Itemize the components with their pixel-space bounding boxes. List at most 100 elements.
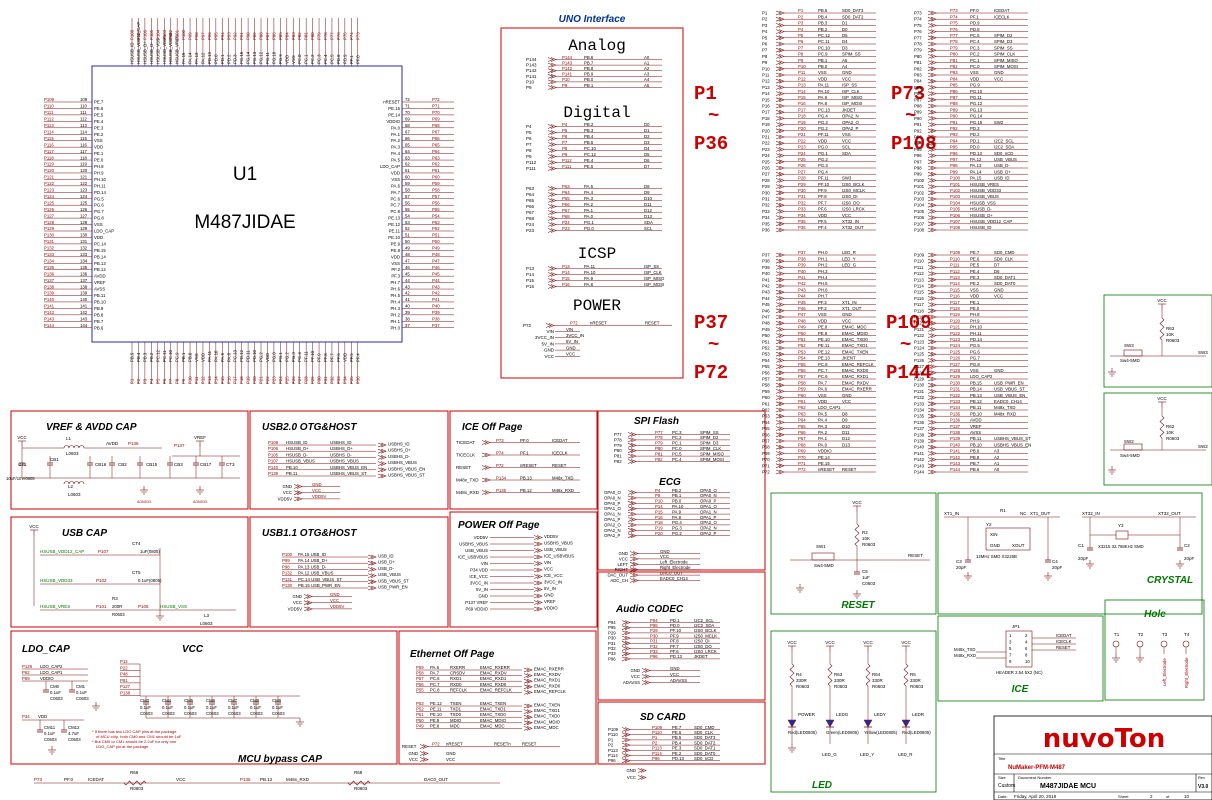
conn-p109-connector — [927, 320, 934, 326]
uno-digital-signal: D7 — [644, 164, 650, 169]
sw3-r63-value: 10K — [1166, 332, 1174, 337]
ecg-net: OPA1_O — [700, 504, 718, 509]
conn-p109-port: VDD — [970, 294, 979, 299]
conn-p1-connector — [775, 178, 782, 183]
conn-p1-connector — [775, 35, 782, 41]
uno-analog-connector — [547, 74, 554, 79]
uno-icsp-port: PA.9 — [584, 276, 594, 281]
bottom-r66: R66 — [130, 770, 139, 775]
conn-p37-net: P50 — [798, 331, 806, 336]
u1-top-func: PA.12 — [200, 52, 205, 64]
sw2-frame — [1103, 392, 1212, 486]
uno-analog-pin: P141 — [526, 74, 537, 79]
ecg-extra-left: ADC_CH — [610, 578, 628, 583]
hole-frame — [1104, 599, 1205, 701]
u1-left-num: 114 — [80, 129, 87, 134]
u1-left-net: P120 — [44, 168, 55, 173]
conn-p109-pin: P136 — [914, 420, 925, 425]
title-block — [993, 715, 1212, 800]
u1-bottom-func: PC.13 — [233, 349, 238, 362]
conn-p37-pin: P66 — [762, 432, 770, 437]
usb11-connector — [370, 579, 377, 585]
spi-port: PC.2 — [672, 435, 682, 440]
conn-p1-pin: P12 — [762, 79, 770, 84]
conn-p73-net: P80 — [950, 52, 958, 57]
u1-bottom-func: PF.7 — [329, 353, 334, 362]
conn-p37-pin: P72 — [762, 470, 770, 475]
u1-right-net: P62 — [432, 162, 440, 167]
conn-p37-net: P46 — [798, 306, 806, 311]
conn-p37-connector — [775, 463, 782, 469]
conn-p1-signal: ISP_MISO — [842, 95, 863, 100]
conn-p1-pin: P28 — [762, 178, 770, 183]
conn-p1-pin: P34 — [762, 215, 770, 220]
conn-p109-pin: P135 — [914, 414, 925, 419]
conn-p73-signal: USB_D+ — [994, 169, 1011, 174]
conn-p109-net: P112 — [950, 269, 960, 274]
reset-switch — [811, 552, 835, 561]
conn-p37-port: PF.3 — [818, 300, 827, 305]
bottom-r66-value: R0603 — [130, 786, 144, 791]
uno-digital2-pin: P24 — [526, 222, 535, 227]
uno-digital-signal: D0 — [644, 122, 650, 127]
audio-power: GND — [630, 668, 640, 673]
eth-port: PE.10 — [430, 712, 442, 717]
conn-p37-signal: EMAC_MDC — [842, 325, 867, 330]
uno-digital-port: PB.4 — [584, 134, 594, 139]
title-rev-label: Rev — [1198, 775, 1205, 780]
conn-p73-port: HSUSB_D+ — [970, 213, 993, 218]
uno-icsp-net: P13 — [562, 264, 570, 269]
range-p1-from: P1 — [694, 83, 717, 105]
u1-left-net: P117 — [44, 149, 54, 154]
sd-signal: SD0_DAT3 — [694, 735, 716, 740]
eth-net: EMAC_REFCLK — [480, 687, 512, 692]
conn-p109-pin: P109 — [914, 253, 925, 258]
conn-p1-connector — [775, 16, 782, 22]
usbcap-net2: HSUSB_VDD33 — [40, 578, 73, 583]
u1-top-func: PC.2 — [310, 54, 315, 64]
u1-top-net: P100 — [181, 29, 186, 40]
u1-right-func: PA.3 — [391, 145, 401, 150]
ecg-connector — [627, 495, 634, 501]
u1-left-num: 120 — [80, 168, 88, 173]
usb20-net: USBHS_VBUS — [330, 459, 359, 464]
conn-p37-port: PA.7 — [818, 380, 828, 385]
conn-p1-net: P15 — [798, 95, 806, 100]
conn-p1-port: PF.10 — [818, 182, 830, 187]
u1-right-func: PC.7 — [390, 203, 400, 208]
conn-p109-connector — [927, 351, 934, 357]
conn-p109-port: PE.1 — [970, 300, 980, 305]
eth-net: EMAC_TXD1 — [480, 707, 506, 712]
ice-off-net: ICEDAT — [552, 438, 568, 443]
conn-p37-net: P49 — [798, 325, 806, 330]
conn-p73-connector — [927, 47, 934, 53]
usb20-power-connector — [293, 490, 300, 495]
ecg-net: OPA2_N — [700, 526, 717, 531]
sd-signal: SD0_CMD — [694, 725, 715, 730]
eth-reset-connector — [419, 744, 426, 749]
power-off-net: USBHS_VBUS — [544, 541, 573, 546]
u1-top-net: P103 — [162, 29, 167, 40]
u1-left-net: P140 — [44, 297, 55, 302]
conn-p1-pin: P19 — [762, 122, 770, 127]
u1-right-num: 37 — [405, 323, 410, 328]
conn-p37-net: P66 — [798, 430, 806, 435]
u1-right-func: PE.11 — [389, 229, 401, 234]
u1-top-func: PG.14 — [246, 51, 251, 64]
conn-p1-pin: P4 — [762, 29, 768, 34]
eth-port: PC.7 — [430, 682, 440, 687]
u1-left-net: P121 — [44, 175, 55, 180]
crystal-c4: C4 — [1052, 559, 1058, 564]
crystal-c4-value: 20pF — [1052, 565, 1063, 570]
u1-bottom-func: PC.10 — [168, 349, 173, 362]
conn-p37-connector — [775, 438, 782, 444]
conn-p73-net: P97 — [950, 157, 958, 162]
uno-icsp-connector — [547, 272, 554, 277]
conn-p1-pin: P14 — [762, 91, 770, 96]
conn-p73-pin: P75 — [914, 23, 922, 28]
u1-left-num: 143 — [80, 317, 88, 322]
u1-top-func: PG.10 — [271, 51, 276, 64]
conn-p73-connector — [927, 140, 934, 146]
conn-p1-signal: D1 — [842, 21, 848, 26]
title-label: Title — [998, 756, 1006, 761]
